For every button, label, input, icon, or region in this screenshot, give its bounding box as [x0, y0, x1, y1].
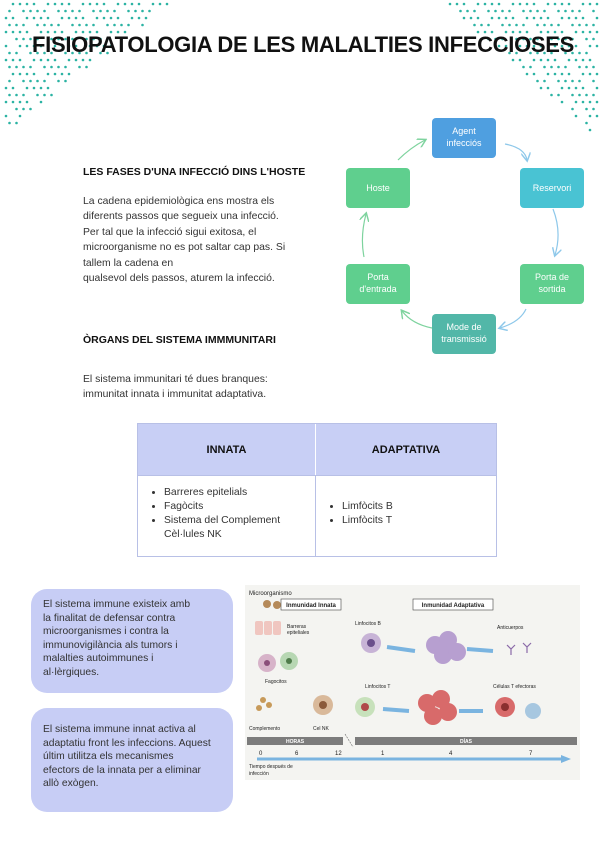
svg-text:Hoste: Hoste: [366, 183, 390, 193]
page-title: FISIOPATOLOGIA DE LES MALALTIES INFECCIO…: [32, 32, 575, 57]
svg-text:sortida: sortida: [538, 284, 565, 294]
svg-text:Agent: Agent: [452, 126, 476, 136]
svg-text:HORAS: HORAS: [286, 739, 305, 745]
text-line: immunovigilància als tumors i: [43, 639, 178, 651]
svg-text:Linfocitos B: Linfocitos B: [355, 621, 382, 627]
svg-text:infecciós: infecciós: [446, 138, 482, 148]
text-line: microorganismes i contra la: [43, 626, 169, 638]
list-item: Fagòcits: [164, 500, 315, 514]
text-line: la finalitat de defensar contra: [43, 612, 176, 624]
nk-cell-icon: [313, 695, 333, 715]
t-cell-cluster-icon: [418, 690, 457, 725]
node-agent-infeccios: Agent infecciós: [432, 118, 496, 158]
text-line: El sistema immune innat activa al: [43, 724, 196, 735]
svg-text:DÍAS: DÍAS: [460, 737, 473, 745]
svg-text:Mode de: Mode de: [446, 322, 481, 332]
svg-text:1: 1: [381, 751, 385, 757]
target-cell-icon: [525, 703, 541, 719]
svg-text:Anticuerpos: Anticuerpos: [497, 625, 524, 631]
antibody-icon: [506, 642, 532, 655]
text-line: El sistema immune existeix amb: [43, 599, 191, 610]
node-porta-sortida: Porta de sortida: [520, 264, 584, 304]
dot-pattern-top-left: [4, 2, 169, 125]
table-cell-adaptativa: Limfòcits B Limfòcits T: [316, 475, 496, 556]
arrow-entrada-hoste: [362, 214, 366, 258]
epithelial-barrier-icon: [255, 621, 281, 635]
node-hoste: Hoste: [346, 168, 410, 208]
svg-text:6: 6: [295, 751, 299, 757]
section-heading-organs: ÒRGANS DEL SISTEMA IMMMUNITARI: [83, 334, 276, 346]
section-heading-fases: LES FASES D'UNA INFECCIÓ DINS L'HOSTE: [83, 166, 306, 178]
text-line: adaptatiu front les infeccions. Aquest: [43, 737, 211, 749]
info-box-immune-innat: El sistema immune innat activa al adapta…: [31, 708, 233, 812]
immunity-table: INNATA ADAPTATIVA Barreres epitelials Fa…: [137, 423, 497, 557]
svg-text:0: 0: [259, 751, 263, 757]
text-line: diferents passos que segueix una infecci…: [83, 211, 279, 223]
info-box-sistema-immune: El sistema immune existeix amb la finali…: [31, 589, 233, 693]
list-item: Limfòcits B: [342, 500, 496, 514]
immune-response-figure: Microorganismo Inmunidad Innata Inmunida…: [245, 585, 580, 780]
text-line: El sistema immunitari té dues branques:: [83, 374, 268, 385]
section-text-fases: La cadena epidemiològica ens mostra els …: [83, 194, 305, 286]
b-cell-cluster-icon: [426, 631, 466, 664]
text-line: últim utilitza els mecanismes: [43, 751, 174, 763]
text-line: qualsevol dels passos, aturem la infecci…: [83, 273, 275, 285]
infection-chain-diagram: Agent infecciós Reservori Porta de sorti…: [346, 118, 584, 354]
section-text-organs: El sistema immunitari té dues branques: …: [83, 372, 323, 403]
svg-text:epiteliales: epiteliales: [287, 630, 310, 636]
text-line: efectors de la innata per a eliminar: [43, 764, 201, 776]
svg-text:transmissió: transmissió: [441, 334, 487, 344]
b-cell-icon: [361, 633, 381, 653]
arrow-reservori-sortida: [553, 208, 558, 255]
list-item: Barreres epitelials: [164, 486, 315, 500]
microorganism-icon: [263, 600, 281, 609]
arrow-agent-reservori: [504, 143, 527, 160]
svg-text:Fagocitos: Fagocitos: [265, 679, 287, 685]
list-item: Limfòcits T: [342, 514, 496, 528]
node-reservori: Reservori: [520, 168, 584, 208]
phagocyte-icon: [258, 652, 298, 672]
text-line: Per tal que la infecció sigui exitosa, e…: [83, 226, 257, 238]
dot-pattern-top-right: [448, 2, 599, 132]
svg-text:Inmunidad Adaptativa: Inmunidad Adaptativa: [422, 603, 485, 609]
svg-text:Microorganismo: Microorganismo: [249, 591, 292, 597]
text-line: tallem la cadena en: [83, 257, 174, 269]
table-header-innata: INNATA: [138, 424, 316, 475]
arrow-hoste-agent: [397, 140, 425, 161]
svg-text:d'entrada: d'entrada: [359, 284, 396, 294]
text-line: microorganisme no es pot saltar cap pas.…: [83, 242, 286, 254]
arrow-mode-entrada: [402, 311, 433, 329]
svg-text:Porta: Porta: [367, 272, 389, 282]
list-item: Sistema del Complement: [164, 514, 315, 528]
list-item: Cèl·lules NK: [164, 529, 222, 540]
text-line: malalties autoimmunes i: [43, 653, 154, 665]
effector-t-cell-icon: [495, 697, 515, 717]
svg-text:Inmunidad Innata: Inmunidad Innata: [286, 603, 336, 609]
svg-text:Tiempo después de: Tiempo después de: [249, 764, 293, 770]
svg-text:infección: infección: [249, 771, 269, 777]
svg-text:7: 7: [529, 751, 533, 757]
svg-text:4: 4: [449, 751, 453, 757]
svg-text:Linfocitos T: Linfocitos T: [365, 684, 390, 690]
text-line: al·lèrgiques.: [43, 666, 100, 678]
svg-text:Reservori: Reservori: [533, 183, 572, 193]
complement-icon: [256, 697, 272, 711]
svg-text:Porta de: Porta de: [535, 272, 569, 282]
text-line: La cadena epidemiològica ens mostra els: [83, 196, 275, 207]
svg-text:Complemento: Complemento: [249, 726, 280, 732]
node-mode-transmissio: Mode de transmissió: [432, 314, 496, 354]
table-header-adaptativa: ADAPTATIVA: [316, 424, 496, 475]
svg-text:Células T efectoras: Células T efectoras: [493, 684, 536, 690]
text-line: allò exògen.: [43, 778, 99, 790]
svg-text:Cel NK: Cel NK: [313, 726, 330, 732]
table-cell-innata: Barreres epitelials Fagòcits Sistema del…: [138, 475, 316, 556]
svg-text:Barreras: Barreras: [287, 624, 307, 630]
svg-text:12: 12: [335, 751, 342, 757]
t-cell-icon: [355, 697, 375, 717]
node-porta-entrada: Porta d'entrada: [346, 264, 410, 304]
text-line: immunitat innata i immunitat adaptativa.: [83, 389, 267, 401]
arrow-sortida-mode: [500, 308, 527, 328]
